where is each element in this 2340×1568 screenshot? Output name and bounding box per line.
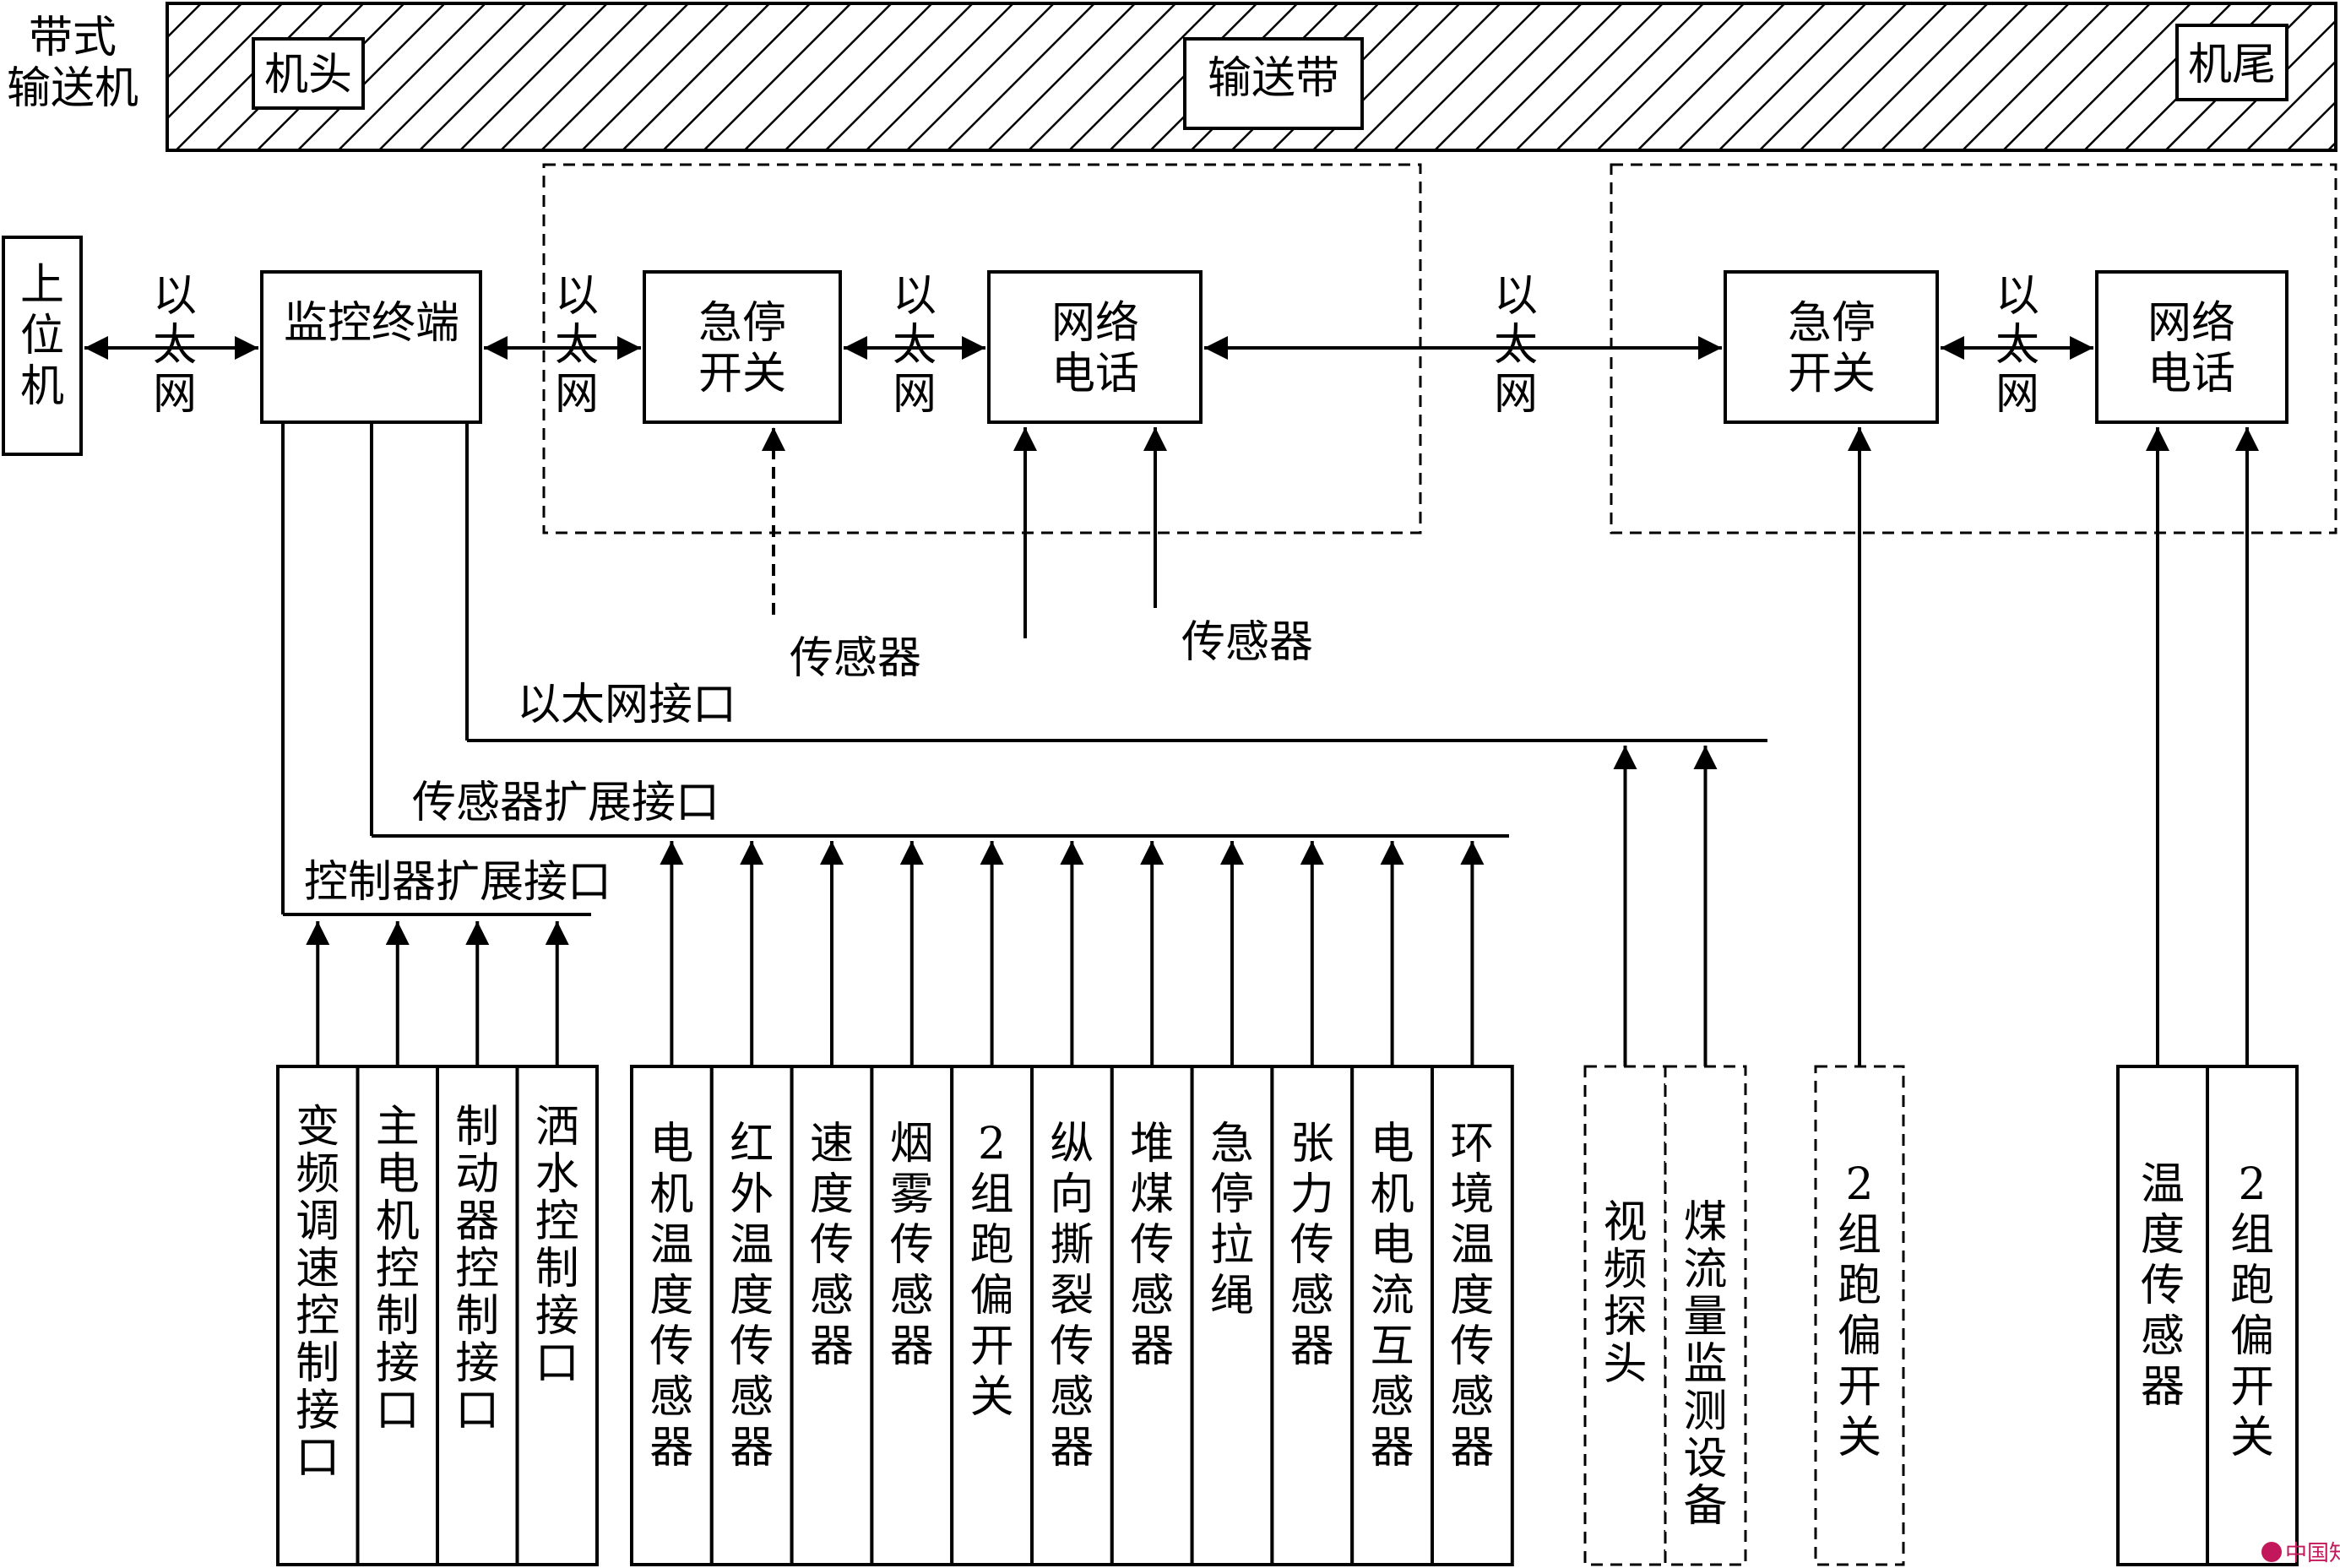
sensor-label: 张力传感器 [1290,1119,1334,1372]
watermark: 中国知网 期刊达信 [2285,1541,2340,1566]
tail-phone-source-label: 温度传感器 [2141,1159,2185,1413]
head-label-box [252,37,365,110]
conveyor-label: 带式输送机 [7,13,138,114]
sensor-cell [1270,1065,1355,1566]
sensor-interface-label: 传感器扩展接口 [412,778,719,828]
sensor-cell [1350,1065,1434,1566]
sensor-label: 电机电流互感器 [1371,1119,1414,1473]
sensor-label: 纵向撕裂传感器 [1050,1119,1094,1473]
sensor-label: 速度传感器 [810,1119,854,1372]
ethernet-label-4: 以太网 [1494,271,1538,420]
controller-interface-cell [436,1065,519,1566]
controller-interface-label: 洒水控制接口 [535,1102,579,1389]
belt-label-box [1183,37,1364,130]
controller-interface-label: 制动器控制接口 [455,1102,499,1436]
controller-interface-label: 变频调速控制接口 [296,1102,339,1484]
sensor-label: 烟雾传感器 [890,1119,934,1372]
ethernet-label-3: 以太网 [893,271,937,420]
network-phone-1-box [987,270,1203,424]
belt-label: 输送带 [1208,53,1339,104]
network-phone-2-box [2095,270,2288,424]
sensor-cell [870,1065,954,1566]
network-phone-2-label: 网络电话 [2147,298,2235,399]
controller-interface-cell [356,1065,439,1566]
sensor-label: 电机温度传感器 [649,1119,693,1473]
ethernet-label-5: 以太网 [1995,271,2039,420]
tail-phone-source-cell [2206,1065,2299,1566]
ethernet-label-2: 以太网 [555,271,599,420]
sensor-cell [1431,1065,1514,1566]
controller-interface-label: 控制器扩展接口 [304,857,611,908]
sensor-cell [950,1065,1034,1566]
sensor-cell [1030,1065,1114,1566]
tail-phone-source-cell [2116,1065,2209,1566]
tail-estop-source-cell [1814,1065,1905,1566]
sensor-label: 环境温度传感器 [1450,1119,1494,1473]
estop-switch-2-label: 急停开关 [1788,298,1876,399]
host-computer-box [2,236,83,456]
tail-label: 机尾 [2188,40,2276,90]
sensor-label: 红外温度传感器 [730,1119,774,1473]
ethernet-label-1: 以太网 [153,271,197,420]
ethernet-device-label: 煤流量监测设备 [1683,1197,1727,1532]
ethernet-device-cell [1664,1065,1747,1566]
sensor-cell [630,1065,714,1566]
ethernet-device-label: 视频探头 [1603,1197,1647,1390]
network-phone-1-label: 网络电话 [1051,298,1139,399]
ethernet-interface-label: 以太网接口 [517,680,736,730]
controller-interface-label: 主电机控制接口 [376,1102,420,1436]
controller-interface-cell [515,1065,599,1566]
sensor-label-2: 传感器 [1181,617,1313,668]
controller-interface-cell [276,1065,360,1566]
tail-label-box [2175,24,2288,101]
estop-switch-1-box [643,270,842,424]
monitor-terminal-label: 监控终端 [284,298,459,349]
monitor-terminal-box [260,270,482,424]
head-label: 机头 [264,50,352,100]
sensor-label: 急停拉绳 [1210,1119,1254,1321]
estop-switch-1-label: 急停开关 [698,298,786,399]
watermark-logo-icon [2261,1542,2282,1562]
sensor-label: 堆煤传感器 [1130,1119,1174,1372]
host-computer-label: 上位机 [20,260,64,412]
sensor-cell [1190,1065,1274,1566]
estop-switch-2-box [1724,270,1939,424]
sensor-label-1: 传感器 [790,633,921,684]
